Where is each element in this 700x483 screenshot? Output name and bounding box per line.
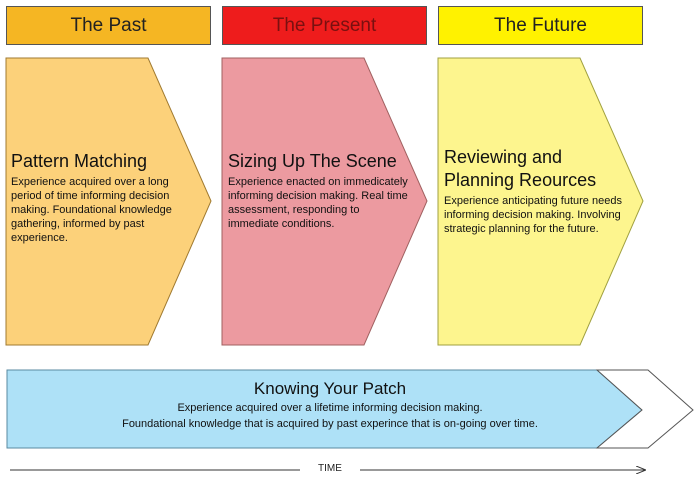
future-stage-text: Reviewing and Planning Reources Experien… <box>444 146 634 236</box>
future-stage-title-line1: Reviewing and <box>444 147 563 167</box>
patch-line-1: Experience acquired over a lifetime info… <box>177 402 483 414</box>
timeline-label: TIME <box>300 463 360 474</box>
present-stage-description: Experience enacted on immedicately infor… <box>228 176 408 230</box>
past-stage-title: Pattern Matching <box>11 151 148 171</box>
future-chevron <box>437 57 644 346</box>
past-chevron <box>5 57 212 346</box>
present-stage-text: Sizing Up The Scene Experience enacted o… <box>228 150 413 231</box>
header-the-future-label: The Future <box>494 14 587 36</box>
patch-line-2: Foundational knowledge that is acquired … <box>122 418 538 430</box>
header-the-present: The Present <box>222 6 427 45</box>
outline-chevron <box>595 369 694 449</box>
header-the-past: The Past <box>6 6 211 45</box>
present-stage-title: Sizing Up The Scene <box>228 151 397 171</box>
past-stage-description: Experience acquired over a long period o… <box>11 176 172 244</box>
header-the-future: The Future <box>438 6 643 45</box>
patch-title: Knowing Your Patch <box>253 379 407 398</box>
patch-text: Knowing Your Patch Experience acquired o… <box>90 378 570 432</box>
header-the-present-label: The Present <box>272 14 377 36</box>
future-stage-title-line2: Planning Reources <box>444 170 597 190</box>
past-stage-text: Pattern Matching Experience acquired ove… <box>11 150 201 245</box>
future-stage-description: Experience anticipating future needs inf… <box>444 195 622 235</box>
present-chevron <box>221 57 428 346</box>
header-the-past-label: The Past <box>70 14 147 36</box>
